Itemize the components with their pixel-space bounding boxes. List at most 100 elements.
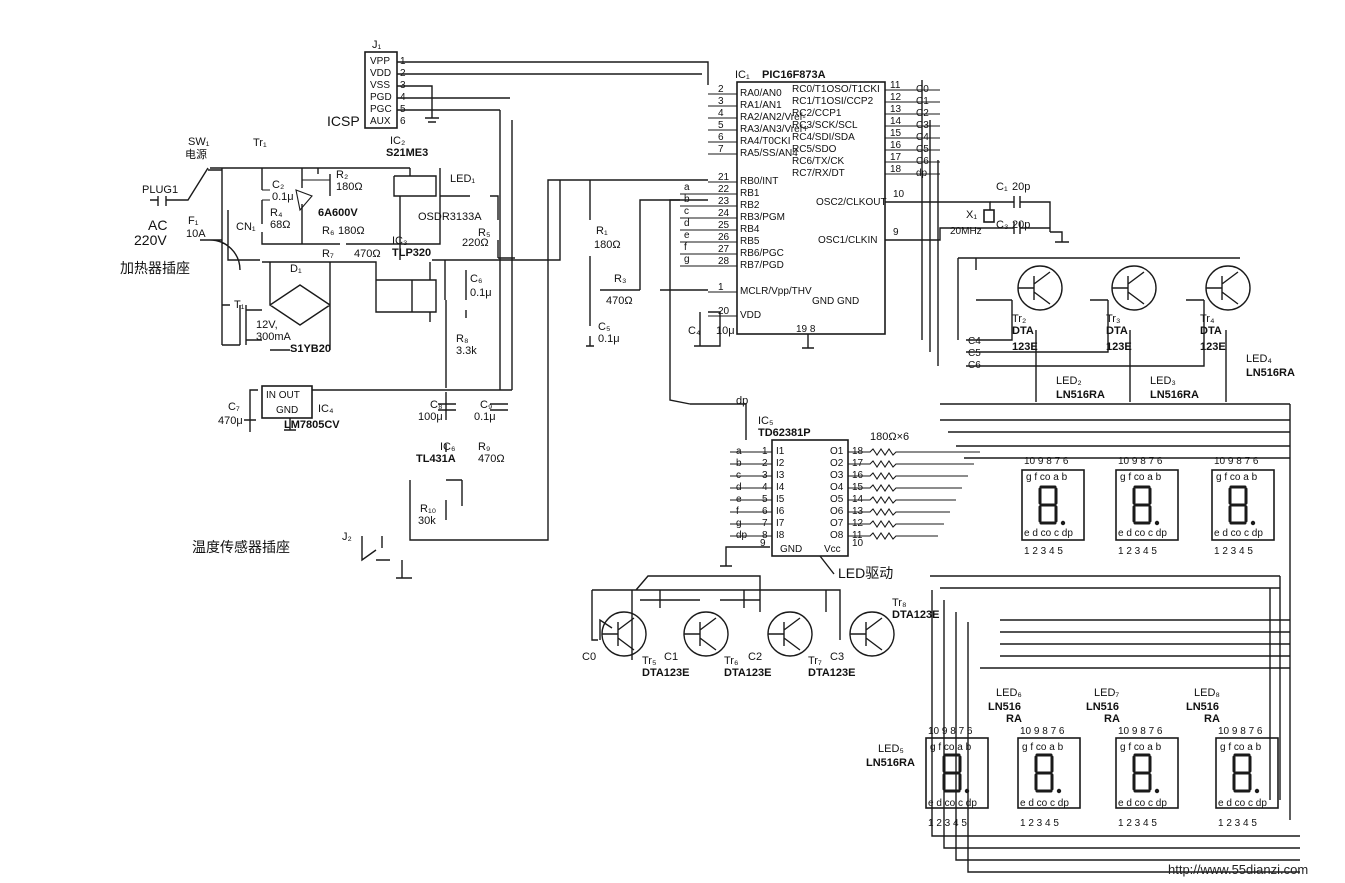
ic3-part: TLP320 [392,247,431,259]
seg-net-label: f [684,242,687,253]
transistor-ref: Tr₅ [642,655,656,667]
ic1-pin-num: 4 [718,108,724,119]
ic1-pin-num: 27 [718,244,730,255]
ic1-pin-num: 22 [718,184,730,195]
c9-ref: C₉ [480,399,492,411]
transistor-part: DTA [1200,325,1222,337]
ic5-in-label: I2 [776,458,785,469]
led-seg-bottom: e d co c dp [1020,798,1069,809]
c5-val: 0.1μ [598,333,620,345]
icsp-label: ICSP [327,113,360,129]
r4-val: 68Ω [270,219,290,231]
ic4-gnd: GND [276,405,298,416]
j2-ref: J₂ [342,531,352,543]
ic5-gnd-pin: 9 [760,538,766,549]
ic1-pin-num: 17 [890,152,902,163]
transistor-ref: Tr₄ [1200,313,1215,325]
led-part: LN516RA [866,757,915,769]
heater-label: 加热器插座 [120,260,190,276]
r6-val: 180Ω [338,225,365,237]
ic1-pin-num: 25 [718,220,730,231]
ic5-vcc-pin: 10 [852,538,864,549]
ic1-pin-num: 14 [890,116,902,127]
transistor-part: DTA [1012,325,1034,337]
ic1-pin-label: RB7/PGD [740,260,784,271]
ic5-in-label: I5 [776,494,785,505]
led-part2: RA [1006,713,1022,725]
transistor-part2: 123E [1200,341,1226,353]
plug-label: PLUG1 [142,184,178,196]
ic1-pin-label: RC4/SDI/SDA [792,132,855,143]
r3-val: 470Ω [606,295,633,307]
ic1-pin-label: RC7/RX/DT [792,168,845,179]
led-pins-top: 10 9 8 7 6 [1024,456,1069,467]
t1-val: 12V, [256,319,278,331]
led-seg-bottom: e d co c dp [1218,798,1267,809]
ic1-pin-label: RA0/AN0 [740,88,782,99]
led-seg-top: g f co a b [1216,472,1258,483]
led-pins-bottom: 1 2 3 4 5 [928,818,967,829]
transistor-part2: 123E [1012,341,1038,353]
oscillator: C₁ 20p C₃ 20p X₁ 20MHz [950,181,1069,243]
transistor-ref: Tr₇ [808,655,822,667]
ic1-osc1-label: OSC1/CLKIN [818,235,877,246]
ic1-pin-label: RC0/T1OSO/T1CKI [792,84,880,95]
r4-ref: R₄ [270,207,283,219]
ic1-pin-label: RA5/SS/AN4 [740,148,798,159]
power-section: SW₁ 电源 PLUG1 AC 220V F₁ 10A CN₁ 加热器插座 Tr… [120,110,735,579]
led-pins-top: 10 9 8 7 6 [1218,726,1263,737]
ic1-pin-num: 23 [718,196,730,207]
transistor-net: C0 [582,651,596,663]
ic1-pin-label: MCLR/Vpp/THV [740,286,812,297]
ic1-pin-label: RB0/INT [740,176,778,187]
ic1-pin-num: 13 [890,104,902,115]
r6-ref: R₆ [322,225,334,237]
c3-val: 20p [1012,219,1030,231]
seg-net-label: g [684,254,690,265]
f1-val: 10A [186,228,206,240]
ic1-pin-num: 1 [718,282,724,293]
seg-net-label: c [684,206,689,217]
led-part: LN516RA [1246,367,1295,379]
ic1-pin-num: 6 [718,132,724,143]
ic1-pin-label: VDD [740,310,761,321]
ic1-pin-label: RB2 [740,200,760,211]
ic1-pin-label: RA1/AN1 [740,100,782,111]
c4-val: 10μ [716,325,735,337]
c2-val: 0.1μ [272,191,294,203]
ic4-part: LM7805CV [284,419,340,431]
ic1-pin-num: 24 [718,208,730,219]
r1-val: 180Ω [594,239,621,251]
c7-val: 470μ [218,415,243,427]
transistor-part2: 123E [1106,341,1132,353]
j1-pin-label: VPP [370,56,390,67]
ic1-pin-num: 12 [890,92,902,103]
led-pins-bottom: 1 2 3 4 5 [1118,818,1157,829]
led-seg-bottom: e d co c dp [1024,528,1073,539]
led-ref: LED₄ [1246,353,1272,365]
r9-ref: R₉ [478,441,490,453]
ic1-pin-num: 26 [718,232,730,243]
ic5-out-label: O5 [830,494,844,505]
transistor-net: C1 [664,651,678,663]
tr1-ref: Tr₁ [253,137,267,149]
ic5-driver-label: LED驱动 [838,565,893,581]
ic1-ref: IC₁ [735,69,750,81]
led-ref: LED₆ [996,687,1022,699]
r2-val: 180Ω [336,181,363,193]
c6-val: 0.1μ [470,287,492,299]
led-part: LN516RA [1150,389,1199,401]
led-ref: LED₃ [1150,375,1176,387]
led1-part: OSDR3133A [418,211,482,223]
ic5-in-label: I8 [776,530,785,541]
